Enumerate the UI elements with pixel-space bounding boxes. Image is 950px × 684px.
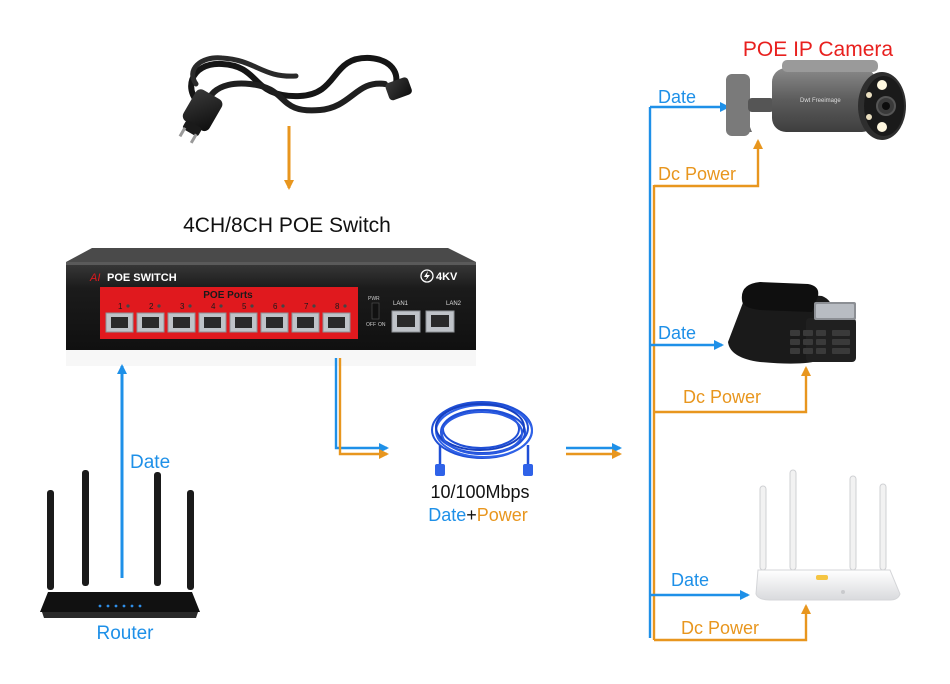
wifi-power-label: Dc Power <box>681 618 759 638</box>
port-led-6 <box>281 304 285 308</box>
lan-ports <box>391 310 455 333</box>
port-led-5 <box>250 304 254 308</box>
lan-port-socket-1 <box>397 315 415 327</box>
poe-port-socket-6 <box>266 317 283 328</box>
wifi-power-arrow <box>654 604 811 642</box>
cable-power-word: Power <box>477 505 528 525</box>
poe-port-socket-3 <box>173 317 190 328</box>
port-led-2 <box>157 304 161 308</box>
switch-to-cable-data <box>334 358 389 453</box>
dip-switch <box>371 302 380 320</box>
lightning-4kv-icon <box>420 269 434 283</box>
poe-port-socket-8 <box>328 317 345 328</box>
port-number-3: 3 <box>180 302 185 311</box>
router-icon <box>40 470 200 618</box>
port-number-7: 7 <box>304 302 309 311</box>
lan2-label: LAN2 <box>446 301 462 307</box>
ip-camera-icon: Dwt Freeimage <box>726 60 906 140</box>
port-led-1 <box>126 304 130 308</box>
switch-badge: 4KV <box>436 271 458 283</box>
poe-switch-icon: AI POE SWITCH 4KV POE Ports 1 2 3 4 5 6 7 8 PWR… <box>66 248 476 366</box>
poe-port-socket-4 <box>204 317 221 328</box>
network-cable-icon <box>431 401 533 476</box>
camera-power-arrow <box>654 139 763 188</box>
desk-phone-icon <box>728 282 856 364</box>
port-number-4: 4 <box>211 302 216 311</box>
cable-plus: + <box>466 505 477 525</box>
port-number-2: 2 <box>149 302 154 311</box>
camera-power-label: Dc Power <box>658 164 736 184</box>
camera-title: POE IP Camera <box>743 38 893 61</box>
poe-port-socket-2 <box>142 317 159 328</box>
switch-title: 4CH/8CH POE Switch <box>183 214 391 237</box>
wifi-data-label: Date <box>671 570 709 590</box>
phone-data-label: Date <box>658 323 696 343</box>
port-number-6: 6 <box>273 302 278 311</box>
poe-port-socket-1 <box>111 317 128 328</box>
cable-caption: Date+Power <box>428 505 528 525</box>
poe-ports: 1 2 3 4 5 6 7 8 <box>105 302 351 333</box>
switch-state-off: OFF <box>366 322 376 328</box>
cable-speed: 10/100Mbps <box>430 482 529 502</box>
port-number-8: 8 <box>335 302 340 311</box>
port-led-8 <box>343 304 347 308</box>
pwr-label: PWR <box>368 296 380 302</box>
phone-power-arrow <box>654 366 811 414</box>
port-led-7 <box>312 304 316 308</box>
lan-port-socket-2 <box>431 315 449 327</box>
router-link-label: Date <box>130 452 170 473</box>
poe-port-socket-5 <box>235 317 252 328</box>
port-led-4 <box>219 304 223 308</box>
switch-brand: POE SWITCH <box>107 272 177 284</box>
poe-ports-label: POE Ports <box>203 290 253 301</box>
camera-data-label: Date <box>658 87 696 107</box>
camera-brand: Dwt Freeimage <box>800 98 841 104</box>
switch-state-on: ON <box>378 322 386 328</box>
poe-port-socket-7 <box>297 317 314 328</box>
wifi-router-icon <box>755 469 901 601</box>
lan1-label: LAN1 <box>393 301 409 307</box>
power-cord-icon <box>178 54 412 144</box>
port-led-3 <box>188 304 192 308</box>
port-number-1: 1 <box>118 302 123 311</box>
phone-power-label: Dc Power <box>683 387 761 407</box>
router-label: Router <box>96 623 154 644</box>
switch-to-cable-power <box>338 358 389 459</box>
port-number-5: 5 <box>242 302 247 311</box>
svg-text:AI: AI <box>89 272 100 284</box>
cable-data-word: Date <box>428 505 466 525</box>
